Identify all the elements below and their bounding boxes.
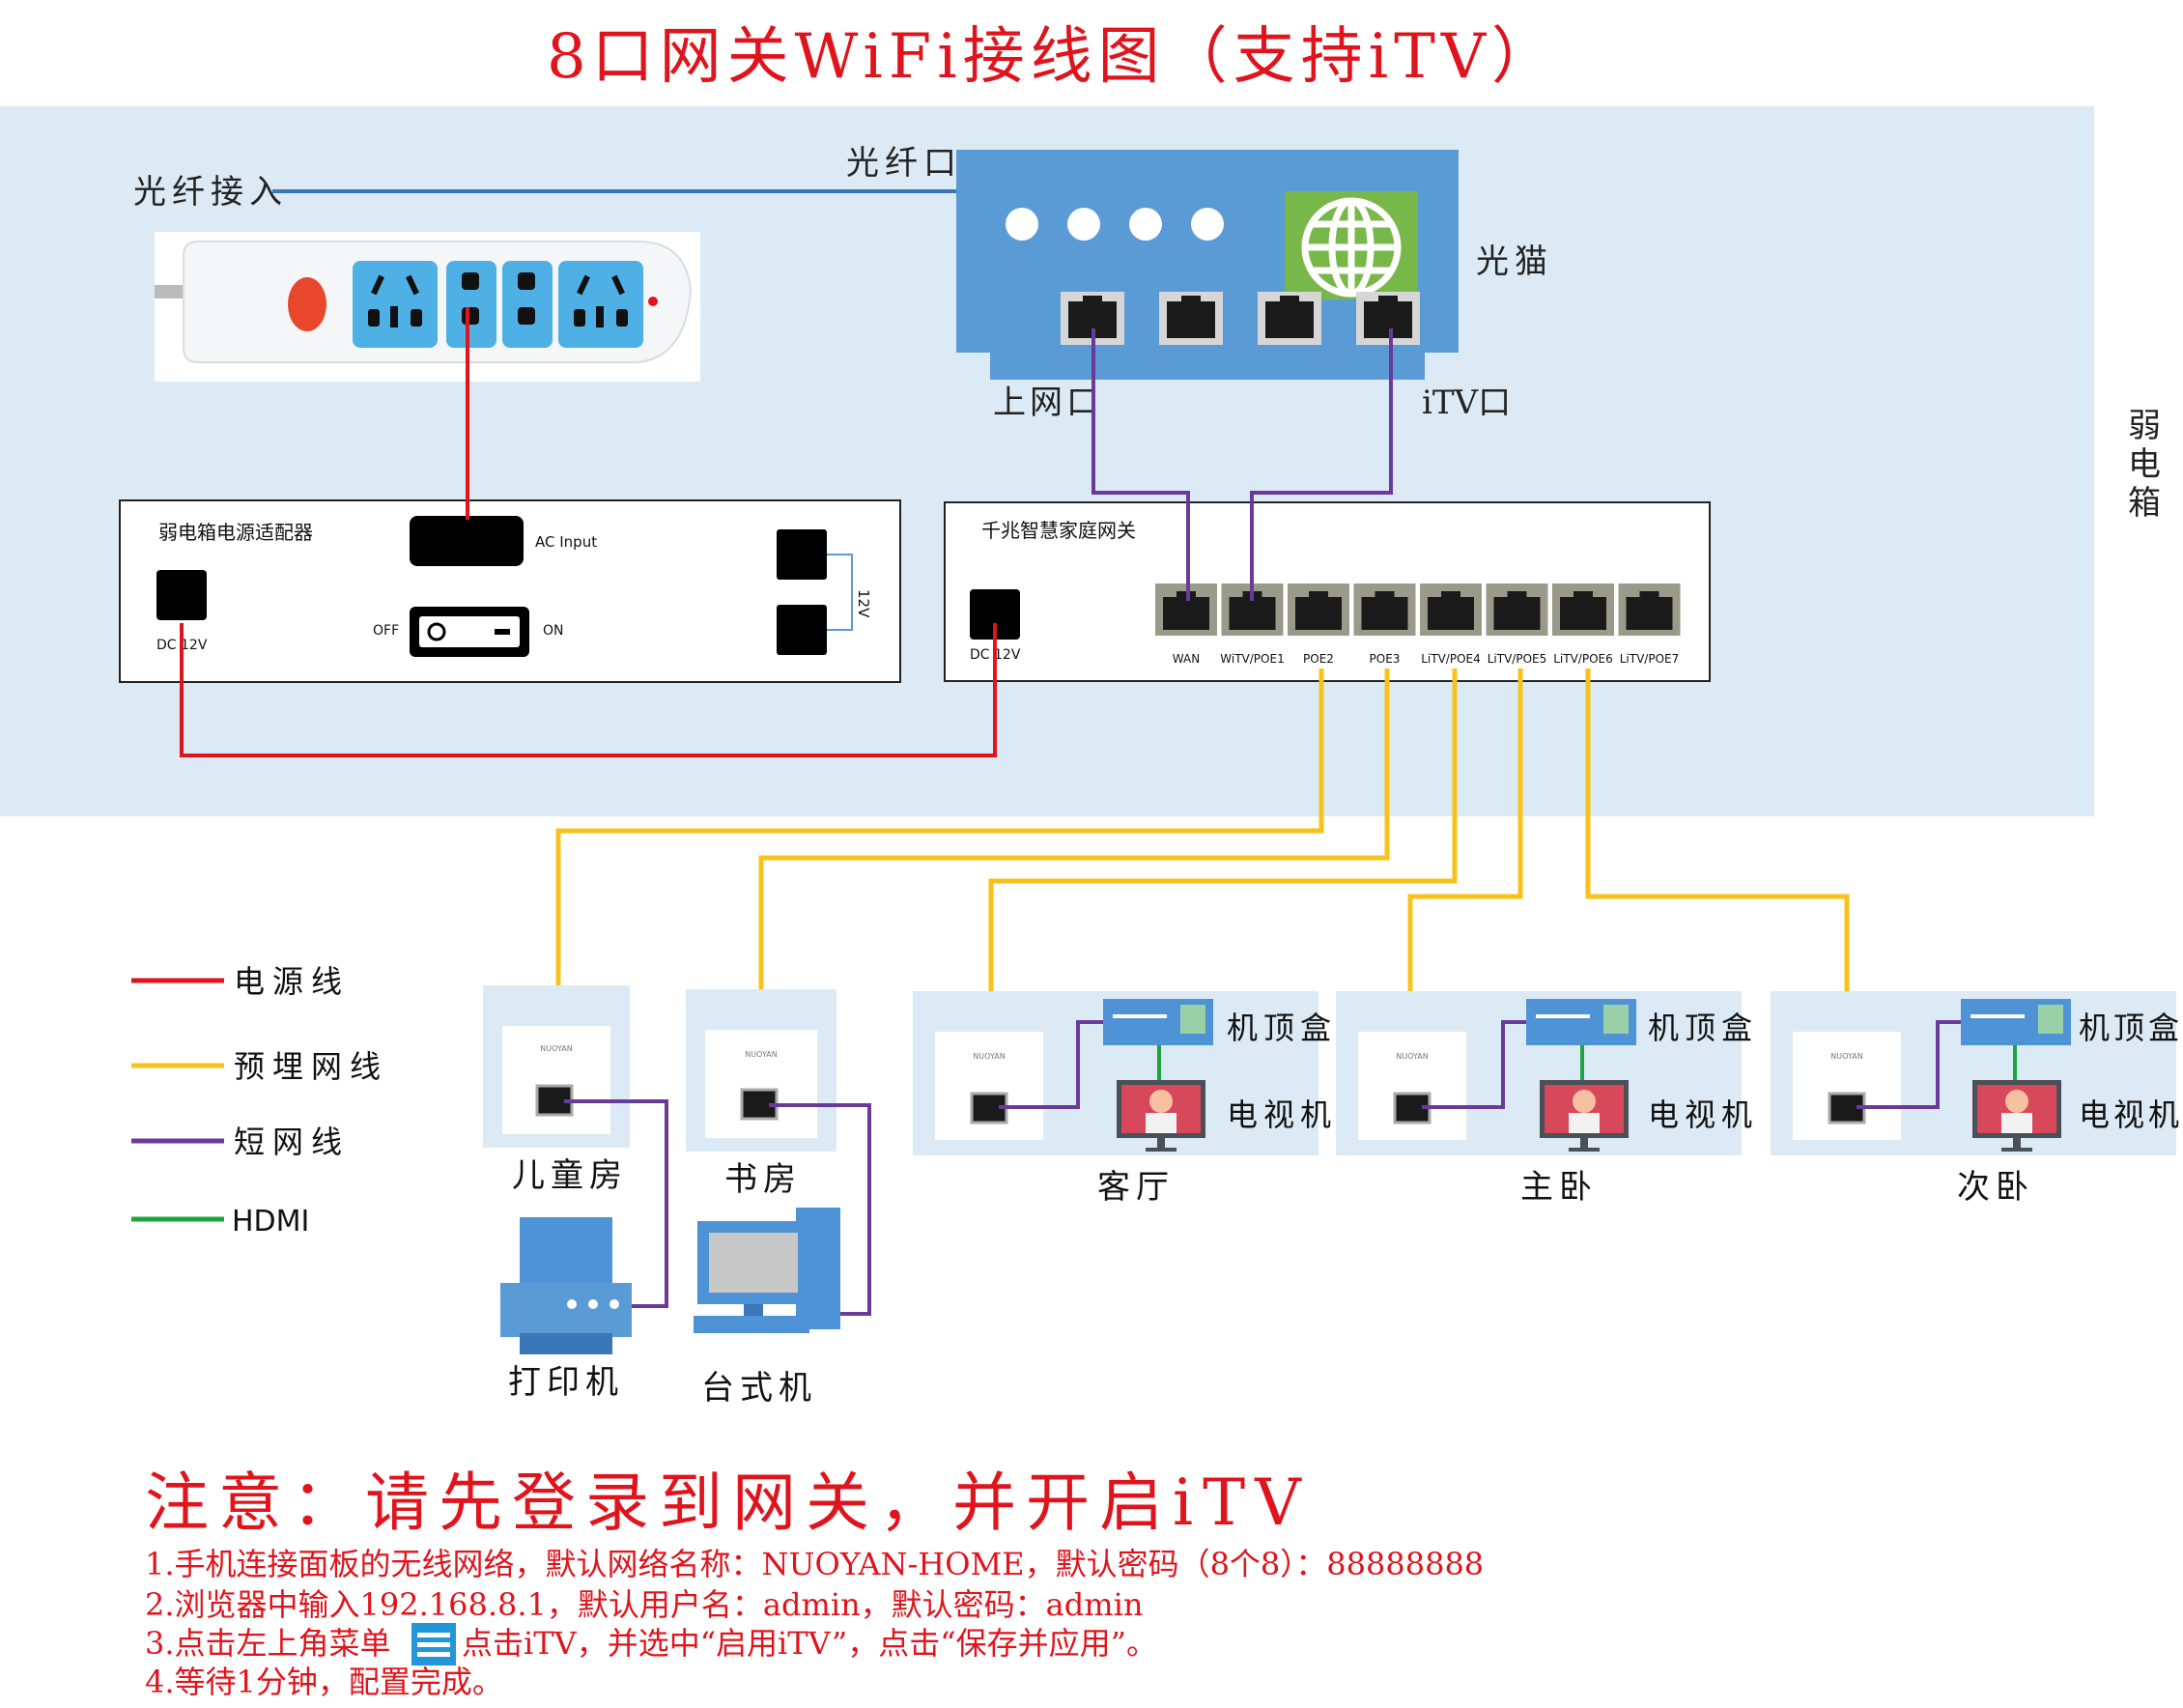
tv-icon bbox=[1540, 1080, 1629, 1152]
panel-brand: NUOYAN bbox=[1396, 1052, 1428, 1061]
power-strip bbox=[155, 232, 700, 382]
modem-up-port-label: 上网口 bbox=[993, 384, 1103, 422]
adapter-12v-label-group: 12V bbox=[855, 589, 872, 618]
set-top-box-icon bbox=[1526, 999, 1636, 1045]
gateway-title: 千兆智慧家庭网关 bbox=[981, 519, 1136, 542]
set-top-box-icon bbox=[1961, 999, 2071, 1045]
stb-label: 机顶盒 bbox=[2079, 1010, 2183, 1046]
note-line: 1.手机连接面板的无线网络，默认网络名称：NUOYAN-HOME，默认密码（8个… bbox=[145, 1546, 1484, 1582]
note-line: 点击iTV，并选中“启用iTV”，点击“保存并应用”。 bbox=[462, 1625, 1157, 1662]
optical-modem bbox=[956, 150, 1459, 380]
gateway-port-label: LiTV/POE4 bbox=[1421, 652, 1481, 666]
set-top-box-icon bbox=[1103, 999, 1213, 1045]
adapter-off-label: OFF bbox=[373, 623, 399, 639]
adapter-ac-input-icon bbox=[410, 516, 524, 566]
legend-label: HDMI bbox=[232, 1205, 309, 1238]
stb-label: 机顶盒 bbox=[1227, 1010, 1337, 1046]
short-cables-modem bbox=[1092, 328, 1393, 601]
gateway-port-label: LiTV/POE7 bbox=[1620, 652, 1680, 666]
room-master: NUOYAN bbox=[1336, 991, 1742, 1155]
gateway: WAN WiTV/POE1 POE2 POE3 LiTV/POE4 LiTV/POE5 Li… bbox=[944, 501, 1711, 682]
panel-brand: NUOYAN bbox=[1830, 1052, 1862, 1061]
svg-text:弱电箱: 弱电箱 bbox=[2128, 407, 2161, 523]
note-heading: 注意：请先登录到网关，并开启iTV bbox=[145, 1466, 1311, 1540]
panel-brand: NUOYAN bbox=[540, 1044, 572, 1053]
gateway-port-label: LiTV/POE5 bbox=[1488, 652, 1547, 666]
fiber-port-label: 光纤口 bbox=[846, 144, 962, 183]
note-line: 3.点击左上角菜单 bbox=[145, 1625, 391, 1662]
menu-icon bbox=[411, 1623, 456, 1665]
tv-label: 电视机 bbox=[2079, 1096, 2183, 1133]
weak-current-box-label: 弱电箱 bbox=[2128, 407, 2161, 523]
stb-label: 机顶盒 bbox=[1648, 1010, 1758, 1046]
room-name: 书房 bbox=[724, 1160, 802, 1199]
room-name: 次卧 bbox=[1957, 1168, 2034, 1207]
legend-label: 预埋网线 bbox=[234, 1048, 388, 1085]
room-living: NUOYAN bbox=[913, 991, 1318, 1155]
device-name: 台式机 bbox=[701, 1369, 817, 1408]
note-line: 4.等待1分钟，配置完成。 bbox=[145, 1664, 503, 1700]
embedded-cables bbox=[555, 669, 1850, 1043]
adapter-on-label: ON bbox=[543, 623, 564, 639]
modem-label: 光猫 bbox=[1476, 242, 1553, 281]
printer-icon bbox=[500, 1217, 632, 1354]
room-children: NUOYAN bbox=[483, 985, 668, 1354]
power-adapter bbox=[119, 499, 901, 683]
gateway-port-label: POE2 bbox=[1303, 652, 1334, 666]
legend-label: 短网线 bbox=[234, 1124, 350, 1160]
room-name: 儿童房 bbox=[512, 1156, 628, 1195]
fiber-in-label: 光纤接入 bbox=[133, 173, 288, 212]
modem-lan-ports bbox=[1061, 292, 1420, 345]
tv-label: 电视机 bbox=[1227, 1096, 1337, 1133]
panel-brand: NUOYAN bbox=[973, 1052, 1005, 1061]
adapter-title: 弱电箱电源适配器 bbox=[158, 521, 313, 544]
room-second: NUOYAN bbox=[1771, 991, 2176, 1155]
gateway-dc-port-icon bbox=[970, 589, 1020, 640]
room-name: 客厅 bbox=[1097, 1168, 1175, 1207]
power-switch-icon bbox=[288, 277, 326, 331]
adapter-ac-label: AC Input bbox=[535, 533, 597, 551]
legend bbox=[131, 978, 224, 1222]
tv-icon bbox=[1972, 1080, 2061, 1152]
panel-brand: NUOYAN bbox=[745, 1050, 777, 1059]
device-name: 打印机 bbox=[508, 1363, 624, 1402]
gateway-port-label: POE3 bbox=[1370, 652, 1401, 666]
tv-label: 电视机 bbox=[1648, 1096, 1758, 1133]
tv-icon bbox=[1117, 1080, 1205, 1152]
legend-label: 电源线 bbox=[234, 963, 350, 1000]
page-title: 8口网关WiFi接线图（支持iTV） bbox=[547, 21, 1559, 93]
svg-text:12V: 12V bbox=[855, 589, 872, 618]
gateway-port-label: WiTV/POE1 bbox=[1220, 652, 1284, 666]
note-line: 2.浏览器中输入192.168.8.1，默认用户名：admin，默认密码：adm… bbox=[145, 1586, 1143, 1623]
room-name: 主卧 bbox=[1520, 1168, 1598, 1207]
desktop-computer-icon bbox=[694, 1208, 840, 1333]
room-study: NUOYAN bbox=[686, 989, 871, 1333]
globe-icon bbox=[1301, 197, 1402, 298]
adapter-dc-port-icon bbox=[156, 570, 207, 620]
gateway-port-label: LiTV/POE6 bbox=[1553, 652, 1613, 666]
gateway-port-label: WAN bbox=[1173, 652, 1200, 666]
modem-itv-port-label: iTV口 bbox=[1422, 384, 1511, 422]
gateway-ports: WAN WiTV/POE1 POE2 POE3 LiTV/POE4 LiTV/POE5 Li… bbox=[1155, 584, 1681, 666]
power-cables bbox=[180, 307, 997, 757]
